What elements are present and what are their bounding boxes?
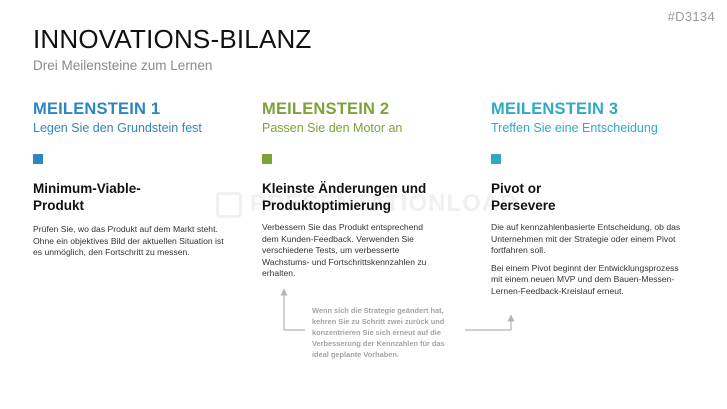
milestone-3-paragraph-1: Die auf kennzahlenbasierte Entscheidung,…: [491, 222, 681, 255]
page-subtitle: Drei Meilensteine zum Lernen: [33, 58, 213, 73]
milestone-2-heading-line1: Kleinste Änderungen und: [262, 181, 427, 196]
milestone-1-heading-line1: Minimum-Viable-: [33, 181, 141, 196]
arrow-from-milestone-3: [465, 314, 515, 331]
milestone-3-heading-line1: Pivot or: [491, 181, 542, 196]
milestone-3-label: MEILENSTEIN 3: [491, 100, 619, 118]
milestone-2-paragraph: Verbessern Sie das Produkt entsprechend …: [262, 222, 427, 278]
arrow-to-milestone-2: [280, 288, 305, 331]
milestone-1-body: Prüfen Sie, wo das Produkt auf dem Markt…: [33, 224, 229, 265]
milestone-2-heading: Kleinste Änderungen und Produktoptimieru…: [262, 180, 462, 214]
milestone-2: MEILENSTEIN 2 Passen Sie den Motor an: [262, 100, 402, 135]
milestone-3-paragraph-2: Bei einem Pivot beginnt der Entwicklungs…: [491, 262, 679, 296]
milestone-2-subtitle: Passen Sie den Motor an: [262, 121, 403, 135]
milestone-2-square-icon: [262, 154, 272, 164]
milestone-3-heading-line2: Persevere: [491, 198, 556, 213]
milestone-3-heading: Pivot or Persevere: [491, 180, 691, 214]
page-title: INNOVATIONS-BILANZ: [33, 24, 312, 54]
milestone-2-heading-line2: Produktoptimierung: [262, 198, 391, 213]
milestone-1-heading: Minimum-Viable- Produkt: [33, 180, 233, 214]
milestone-1-paragraph: Prüfen Sie, wo das Produkt auf dem Markt…: [33, 224, 224, 257]
milestone-1-heading-line2: Produkt: [33, 198, 85, 213]
milestone-1-subtitle: Legen Sie den Grundstein fest: [33, 121, 202, 135]
milestone-2-body: Verbessern Sie das Produkt entsprechend …: [262, 222, 442, 286]
milestone-1-label: MEILENSTEIN 1: [33, 100, 161, 118]
milestone-1-square-icon: [33, 154, 43, 164]
watermark-text: PRESENTATIONLOAD: [250, 190, 519, 217]
milestone-1: MEILENSTEIN 1 Legen Sie den Grundstein f…: [33, 100, 202, 135]
milestone-3: MEILENSTEIN 3 Treffen Sie eine Entscheid…: [491, 100, 658, 135]
milestone-2-label: MEILENSTEIN 2: [262, 100, 390, 118]
slide-code: #D3134: [667, 9, 715, 24]
watermark-logo-icon: [216, 192, 242, 218]
milestone-3-square-icon: [491, 154, 501, 164]
milestone-3-subtitle: Treffen Sie eine Entscheidung: [491, 121, 658, 135]
milestone-3-body: Die auf kennzahlenbasierte Entscheidung,…: [491, 222, 681, 303]
strategy-note: Wenn sich die Strategie geändert hat, ke…: [312, 306, 445, 359]
